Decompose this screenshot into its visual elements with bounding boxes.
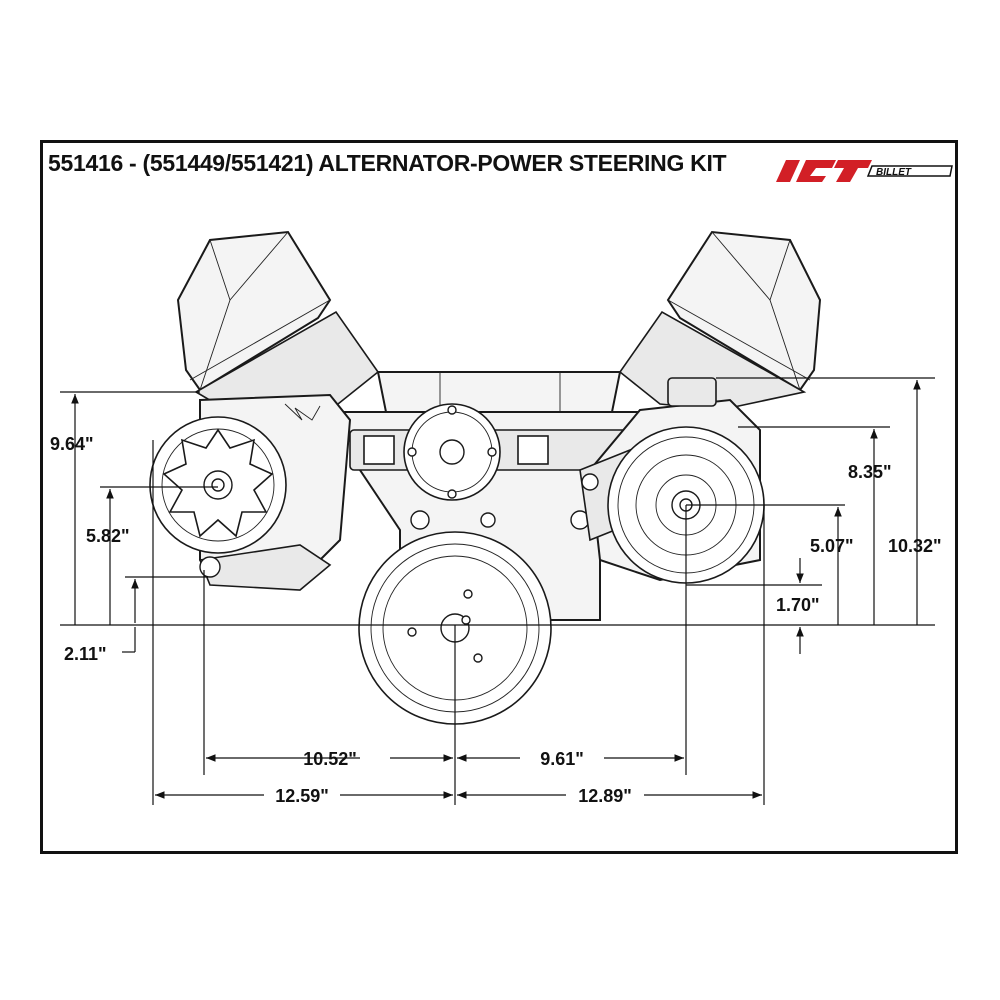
dim-left-overall: 12.59" — [275, 786, 329, 806]
ict-billet-logo: BILLET — [776, 160, 953, 182]
dim-ps-height-top: 10.32" — [888, 536, 942, 556]
dim-ps-upper: 8.35" — [848, 462, 892, 482]
dim-alt-pivot: 2.11" — [64, 644, 107, 664]
drawing-title: 551416 - (551449/551421) ALTERNATOR-POWE… — [48, 150, 727, 176]
dim-alt-height-top: 9.64" — [50, 434, 94, 454]
dim-alt-to-crank: 10.52" — [303, 749, 357, 769]
dim-right-overall: 12.89" — [578, 786, 632, 806]
alternator-assembly — [149, 393, 352, 591]
dimension-lines — [60, 377, 935, 805]
drawing-frame — [40, 140, 958, 854]
svg-text:BILLET: BILLET — [876, 167, 912, 178]
water-pump-pulley — [403, 403, 501, 501]
dim-ps-center: 5.07" — [810, 536, 854, 556]
dim-ps-pivot: 1.70" — [776, 595, 820, 615]
dim-alt-center: 5.82" — [86, 526, 130, 546]
dim-crank-to-ps: 9.61" — [540, 749, 584, 769]
